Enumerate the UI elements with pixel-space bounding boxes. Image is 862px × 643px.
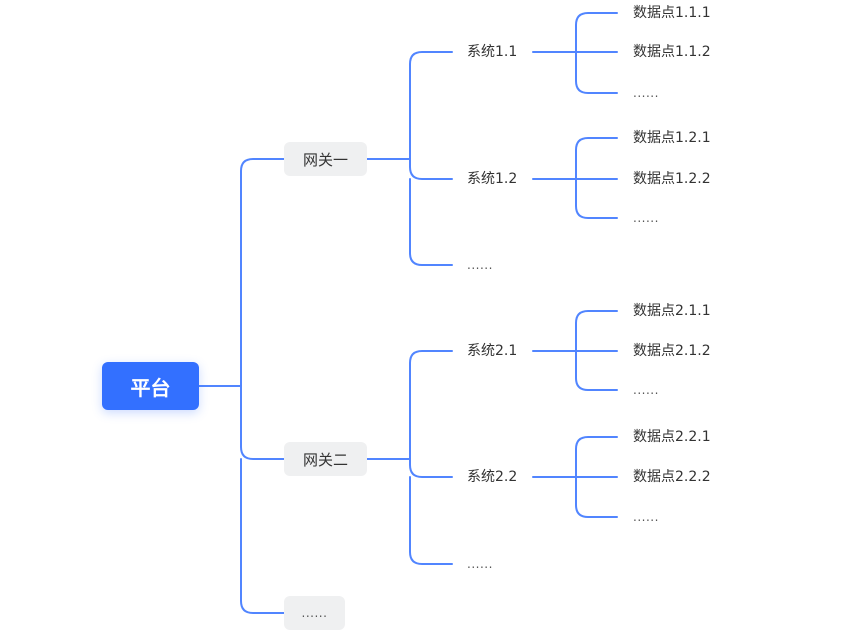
connector-gw1-sys2 bbox=[409, 158, 453, 180]
connector-dp211 bbox=[575, 310, 618, 352]
gateway-node-label: 网关二 bbox=[302, 450, 348, 469]
gateway-node-label: ...... bbox=[301, 606, 328, 620]
root-node-label: 平台 bbox=[130, 375, 171, 400]
gateway-node-2[interactable]: 网关二 bbox=[284, 442, 367, 476]
connector-gw2-sys2 bbox=[409, 458, 453, 478]
connector-dp111 bbox=[575, 12, 618, 53]
system-node-1-more[interactable]: ...... bbox=[467, 258, 493, 272]
system-node-1-1[interactable]: 系统1.1 bbox=[467, 44, 518, 60]
root-node-platform[interactable]: 平台 bbox=[102, 362, 199, 410]
connector-gw1-more bbox=[409, 178, 453, 266]
datapoint-node-1-2-1[interactable]: 数据点1.2.1 bbox=[633, 130, 711, 146]
connector-root-gateway-more bbox=[240, 458, 285, 614]
system-node-2-2[interactable]: 系统2.2 bbox=[467, 469, 518, 485]
connector-dp221 bbox=[575, 436, 618, 478]
connector-gw1-sys1 bbox=[409, 51, 453, 160]
gateway-node-more[interactable]: ...... bbox=[284, 596, 345, 630]
datapoint-node-1-2-2[interactable]: 数据点1.2.2 bbox=[633, 171, 711, 187]
datapoint-node-1-1-more[interactable]: ...... bbox=[633, 86, 659, 100]
connector-root-gateway-2 bbox=[240, 385, 285, 460]
datapoint-node-2-2-more[interactable]: ...... bbox=[633, 510, 659, 524]
connector-gw2-sys1 bbox=[409, 350, 453, 460]
gateway-node-1[interactable]: 网关一 bbox=[284, 142, 367, 176]
connector-dp12-more bbox=[575, 178, 618, 219]
connector-dp22-more bbox=[575, 476, 618, 518]
datapoint-node-2-2-2[interactable]: 数据点2.2.2 bbox=[633, 469, 711, 485]
datapoint-node-1-1-2[interactable]: 数据点1.1.2 bbox=[633, 44, 711, 60]
connector-gw2-more bbox=[409, 476, 453, 565]
gateway-node-label: 网关一 bbox=[302, 150, 348, 169]
datapoint-node-2-1-1[interactable]: 数据点2.1.1 bbox=[633, 303, 711, 319]
datapoint-node-2-1-more[interactable]: ...... bbox=[633, 383, 659, 397]
system-node-2-more[interactable]: ...... bbox=[467, 557, 493, 571]
system-node-2-1[interactable]: 系统2.1 bbox=[467, 343, 518, 359]
connector-root-gateway-1 bbox=[240, 158, 285, 387]
datapoint-node-2-2-1[interactable]: 数据点2.2.1 bbox=[633, 429, 711, 445]
system-node-1-2[interactable]: 系统1.2 bbox=[467, 171, 518, 187]
datapoint-node-2-1-2[interactable]: 数据点2.1.2 bbox=[633, 343, 711, 359]
connector-dp11-more bbox=[575, 51, 618, 94]
datapoint-node-1-2-more[interactable]: ...... bbox=[633, 211, 659, 225]
connector-dp121 bbox=[575, 137, 618, 180]
connector-dp21-more bbox=[575, 350, 618, 391]
datapoint-node-1-1-1[interactable]: 数据点1.1.1 bbox=[633, 5, 711, 21]
